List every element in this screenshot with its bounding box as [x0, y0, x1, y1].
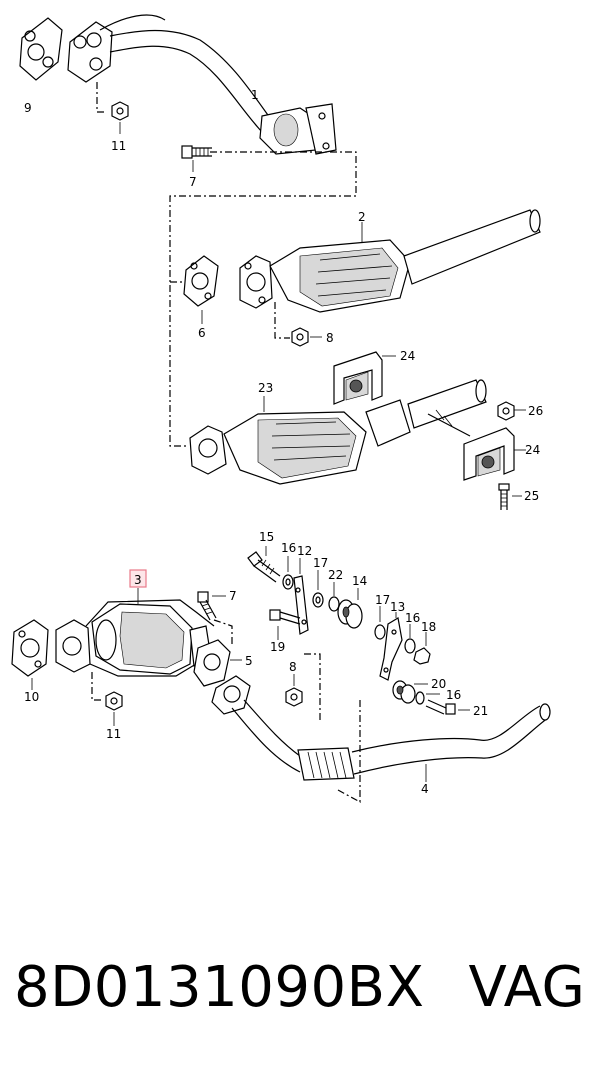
callout-7-bottom: 7 — [229, 589, 237, 603]
washer-17-b — [374, 606, 386, 640]
gasket-9 — [19, 17, 63, 81]
catalytic-converter-2 — [239, 209, 541, 313]
catalytic-converter-3 — [55, 569, 215, 677]
callout-11-bottom: 11 — [106, 727, 121, 741]
rubber-mount-20 — [392, 680, 428, 704]
callout-9: 9 — [24, 101, 32, 115]
callout-5: 5 — [245, 654, 253, 668]
callout-25: 25 — [524, 489, 539, 503]
bolt-7-top — [181, 145, 212, 172]
gasket-6 — [183, 255, 219, 324]
front-pipe-1 — [67, 14, 337, 155]
bracket-24-top — [333, 351, 396, 405]
part-caption: 8D0131090BX VAG — [14, 948, 594, 1028]
callout-15: 15 — [259, 530, 274, 544]
callout-3: 3 — [134, 573, 142, 587]
bracket-24-bottom — [463, 427, 526, 481]
callout-12: 12 — [297, 544, 312, 558]
callout-20: 20 — [431, 677, 446, 691]
callout-16-a: 16 — [281, 541, 296, 555]
nut-11-bottom — [105, 691, 123, 726]
callout-18: 18 — [421, 620, 436, 634]
bracket-13 — [379, 612, 403, 681]
callout-8-top: 8 — [326, 331, 334, 345]
washer-16-b — [404, 624, 416, 654]
callout-16-c: 16 — [446, 688, 461, 702]
bolt-21 — [425, 699, 470, 715]
rubber-mount-14 — [337, 588, 363, 629]
callout-24-bottom: 24 — [525, 443, 540, 457]
washer-16-c — [415, 691, 440, 705]
gasket-10 — [11, 619, 49, 690]
callout-16-b: 16 — [405, 611, 420, 625]
callout-19: 19 — [270, 640, 285, 654]
callout-4: 4 — [421, 782, 429, 796]
callout-8-bottom: 8 — [289, 660, 297, 674]
nut-8-top — [291, 327, 322, 347]
bolt-25 — [498, 483, 522, 510]
callout-26: 26 — [528, 404, 543, 418]
nut-18 — [413, 632, 431, 665]
callout-13: 13 — [390, 600, 405, 614]
bracket-12 — [293, 558, 309, 635]
callout-24-top: 24 — [400, 349, 415, 363]
callout-14: 14 — [352, 574, 367, 588]
callout-3-highlight — [129, 569, 147, 588]
callout-23: 23 — [258, 381, 273, 395]
callout-22: 22 — [328, 568, 343, 582]
washer-17-a — [312, 570, 324, 608]
nut-26 — [497, 401, 526, 421]
washer-16-a — [282, 556, 294, 590]
exhaust-pipe-4 — [211, 675, 551, 782]
callout-10: 10 — [24, 690, 39, 704]
callout-1: 1 — [251, 88, 259, 102]
washer-22 — [328, 582, 340, 612]
gasket-5 — [193, 639, 242, 687]
bolt-7-bottom — [197, 591, 226, 621]
callout-17-a: 17 — [313, 556, 328, 570]
callout-11-top: 11 — [111, 139, 126, 153]
part-number: 8D0131090BX — [14, 955, 425, 1020]
nut-11-top — [111, 101, 129, 134]
callout-7-top: 7 — [189, 175, 197, 189]
catalytic-converter-23 — [189, 379, 487, 485]
callout-17-b: 17 — [375, 593, 390, 607]
nut-8-bottom — [285, 674, 303, 707]
bolt-19 — [269, 609, 301, 640]
callout-21: 21 — [473, 704, 488, 718]
callout-6: 6 — [198, 326, 206, 340]
callout-2: 2 — [358, 210, 366, 224]
bolt-15 — [247, 546, 281, 583]
brand-name: VAG — [468, 955, 586, 1020]
